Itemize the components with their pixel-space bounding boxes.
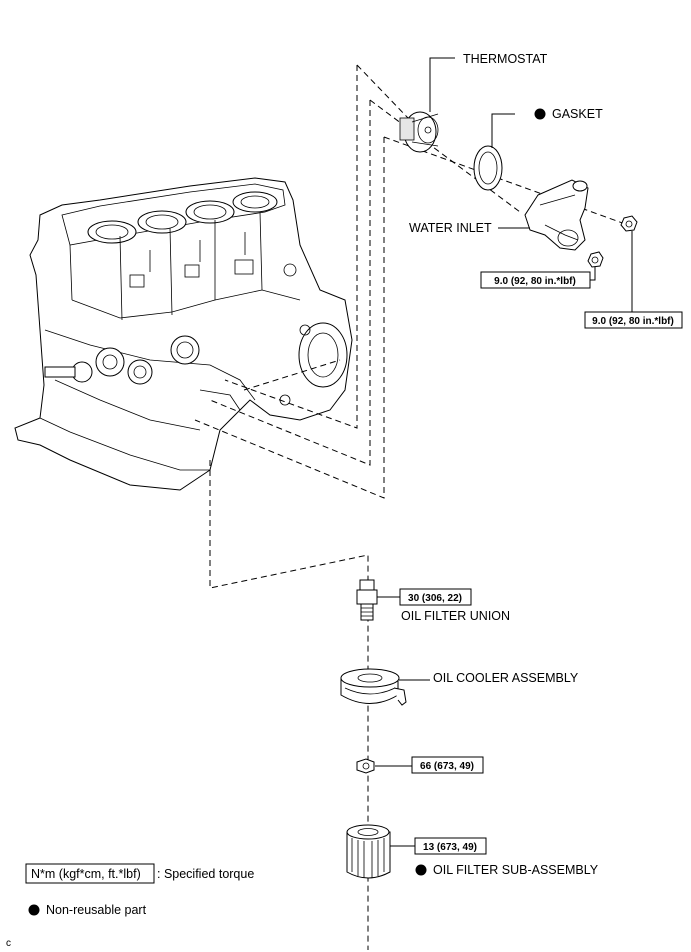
- gasket-label: GASKET: [552, 107, 603, 121]
- water-inlet-nut-left: [587, 251, 604, 268]
- oil-filter-sub-assembly-label: OIL FILTER SUB-ASSEMBLY: [433, 863, 599, 877]
- thermostat-leader: [429, 57, 455, 112]
- legend-non-reusable-text: Non-reusable part: [46, 903, 147, 917]
- legend-non-reusable-mark: [28, 904, 40, 916]
- water-inlet-label: WATER INLET: [409, 221, 492, 235]
- torque-box-filter: [414, 837, 487, 855]
- oil-cooler-nut-part: [356, 758, 375, 774]
- oil-filter-union-label: OIL FILTER UNION: [401, 609, 510, 623]
- torque-box-cooler-nut: [411, 756, 484, 774]
- thermostat-label: THERMOSTAT: [463, 52, 548, 66]
- oil-filter-union-part: [356, 579, 378, 621]
- gasket-part: [473, 145, 503, 191]
- torque-box-nut-left: [480, 271, 591, 289]
- water-inlet-nut-right: [620, 215, 638, 232]
- torque-value-nut-right: 9.0 (92, 80 in.*lbf): [592, 316, 674, 327]
- torque-box-union: [399, 588, 472, 606]
- legend-torque-unit: N*m (kgf*cm, ft.*lbf): [31, 867, 141, 881]
- torque-box-nut-right: [584, 311, 683, 329]
- legend-torque-description: : Specified torque: [157, 867, 254, 881]
- torque-value-cooler-nut: 66 (673, 49): [420, 761, 474, 772]
- legend: N*m (kgf*cm, ft.*lbf) : Specified torque…: [25, 863, 254, 917]
- cylinder-block: [14, 177, 353, 491]
- oil-cooler-assembly-label: OIL COOLER ASSEMBLY: [433, 671, 579, 685]
- gasket-leader: [491, 113, 515, 148]
- non-reusable-mark-filter: [415, 864, 427, 876]
- figure-code: c: [6, 938, 11, 949]
- torque-leader-nut-left: [590, 267, 596, 281]
- torque-value-union: 30 (306, 22): [408, 593, 462, 604]
- thermostat-part: [399, 111, 439, 153]
- water-inlet-part: [524, 179, 589, 251]
- torque-value-nut-left: 9.0 (92, 80 in.*lbf): [494, 276, 576, 287]
- oil-filter-part: [346, 824, 391, 879]
- oil-cooler-assembly-part: [340, 668, 407, 706]
- legend-torque-box: [25, 863, 155, 884]
- non-reusable-mark-gasket: [534, 108, 546, 120]
- torque-value-filter: 13 (673, 49): [423, 842, 477, 853]
